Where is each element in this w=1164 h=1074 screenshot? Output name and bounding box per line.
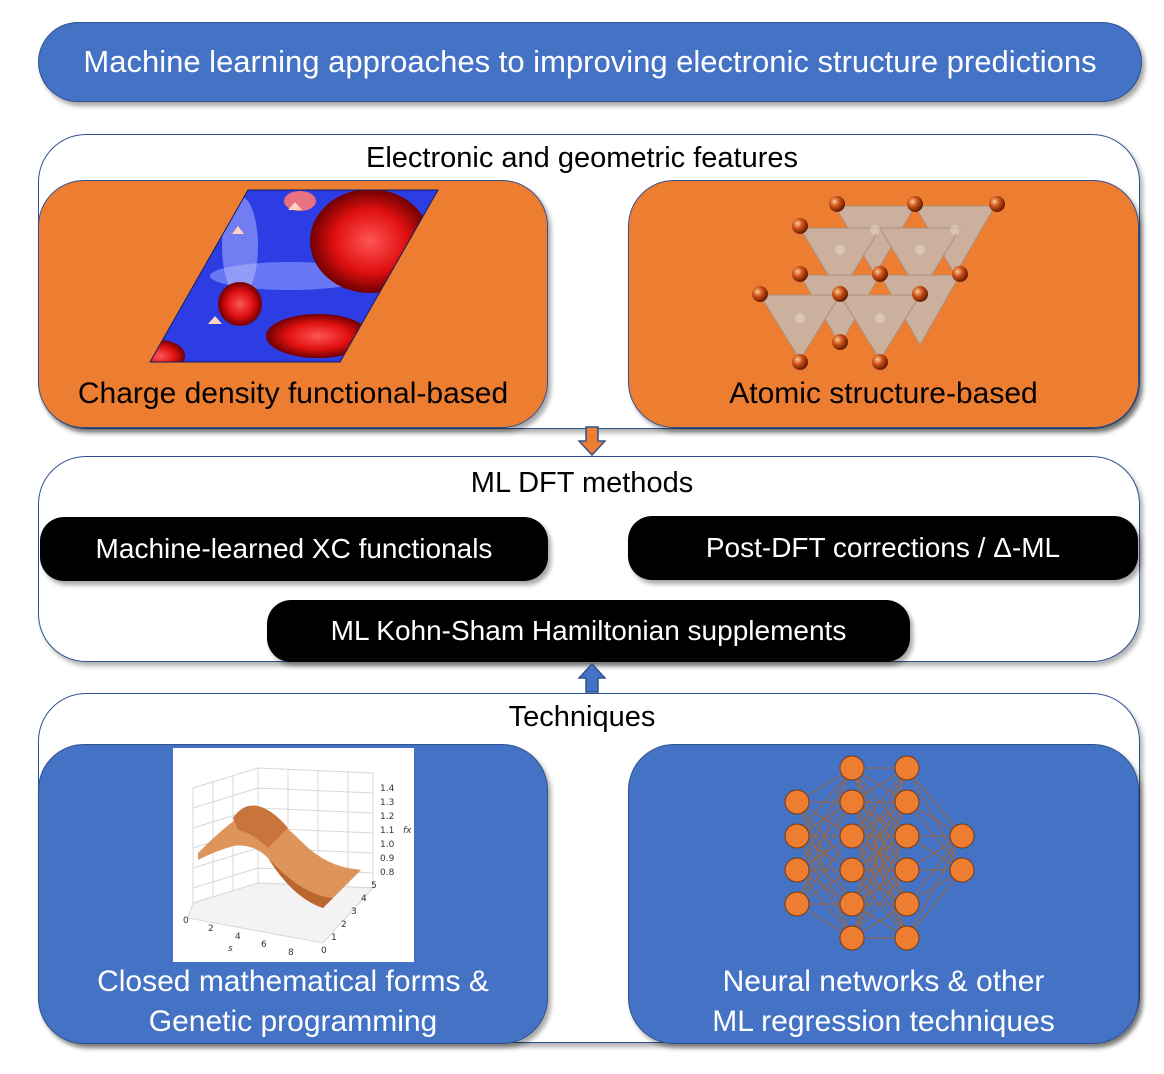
neural-networks-label-line2: ML regression techniques — [712, 1005, 1055, 1038]
nn-connection — [906, 869, 963, 939]
neural-networks-label-line1: Neural networks & other — [722, 965, 1045, 998]
nn-node — [784, 823, 810, 849]
surface-plot-image: 1.4 1.3 1.2 1.1 1.0 0.9 0.8 fx 0 2 4 6 8… — [173, 748, 414, 962]
nn-connection — [851, 767, 908, 837]
a-tick: 5 — [371, 881, 377, 891]
a-tick: 1 — [331, 933, 337, 943]
atomic-structure-image — [752, 196, 1005, 370]
a-tick: 0 — [321, 946, 327, 956]
z-tick: 1.3 — [380, 798, 394, 808]
nn-connection — [851, 801, 908, 939]
nn-connection — [906, 767, 963, 837]
atomic-structure-label: Atomic structure-based — [729, 377, 1038, 410]
nn-connection — [796, 835, 853, 905]
nn-node — [894, 789, 920, 815]
nn-node — [839, 891, 865, 917]
nn-node — [839, 823, 865, 849]
xc-functionals-pill: Machine-learned XC functionals — [40, 517, 548, 581]
z-tick: 1.2 — [380, 812, 394, 822]
nn-connection — [851, 835, 908, 939]
arrow-up-icon — [578, 663, 606, 693]
nn-connection — [796, 767, 853, 905]
nn-node — [784, 857, 810, 883]
s-tick: 0 — [183, 916, 189, 926]
z-axis-label: fx — [403, 826, 412, 836]
arrow-down-icon — [578, 426, 606, 456]
nn-node — [894, 823, 920, 849]
a-tick: 3 — [351, 907, 357, 917]
nn-node — [839, 789, 865, 815]
features-label: Electronic and geometric features — [366, 142, 798, 174]
charge-density-image — [149, 189, 439, 363]
methods-label: ML DFT methods — [470, 467, 694, 499]
closed-forms-label-line1: Closed mathematical forms & — [97, 965, 489, 998]
nn-node — [784, 789, 810, 815]
nn-node — [894, 891, 920, 917]
nn-node — [894, 857, 920, 883]
nn-connection — [851, 767, 908, 871]
nn-node — [784, 891, 810, 917]
s-tick: 6 — [261, 940, 267, 950]
z-tick: 1.4 — [380, 784, 395, 794]
z-tick: 1.0 — [380, 840, 395, 850]
closed-forms-label-line2: Genetic programming — [148, 1005, 438, 1038]
nn-node — [949, 823, 975, 849]
z-tick: 0.9 — [380, 854, 395, 864]
a-tick: 4 — [361, 894, 367, 904]
nn-connection — [851, 869, 908, 939]
s-axis-label: s — [228, 944, 233, 954]
techniques-label: Techniques — [508, 701, 656, 733]
z-tick: 1.1 — [380, 826, 394, 836]
nn-connection — [906, 835, 963, 905]
charge-density-label: Charge density functional-based — [77, 377, 509, 410]
nn-connection — [906, 835, 963, 939]
kohn-sham-pill: ML Kohn-Sham Hamiltonian supplements — [267, 600, 910, 662]
post-dft-pill: Post-DFT corrections / Δ-ML — [628, 516, 1138, 580]
s-tick: 4 — [235, 932, 241, 942]
s-tick: 8 — [288, 948, 294, 958]
nn-connection — [851, 767, 908, 905]
neural-network-image — [784, 755, 975, 951]
z-tick: 0.8 — [380, 868, 395, 878]
nn-node — [839, 857, 865, 883]
nn-node — [839, 755, 865, 781]
nn-node — [839, 925, 865, 951]
nn-node — [949, 857, 975, 883]
nn-node — [894, 925, 920, 951]
nn-connection — [796, 801, 853, 905]
main-title: Machine learning approaches to improving… — [38, 22, 1142, 102]
s-tick: 2 — [208, 924, 214, 934]
nn-node — [894, 755, 920, 781]
nn-connection — [796, 767, 853, 871]
a-tick: 2 — [341, 920, 347, 930]
nn-connection — [796, 767, 853, 837]
